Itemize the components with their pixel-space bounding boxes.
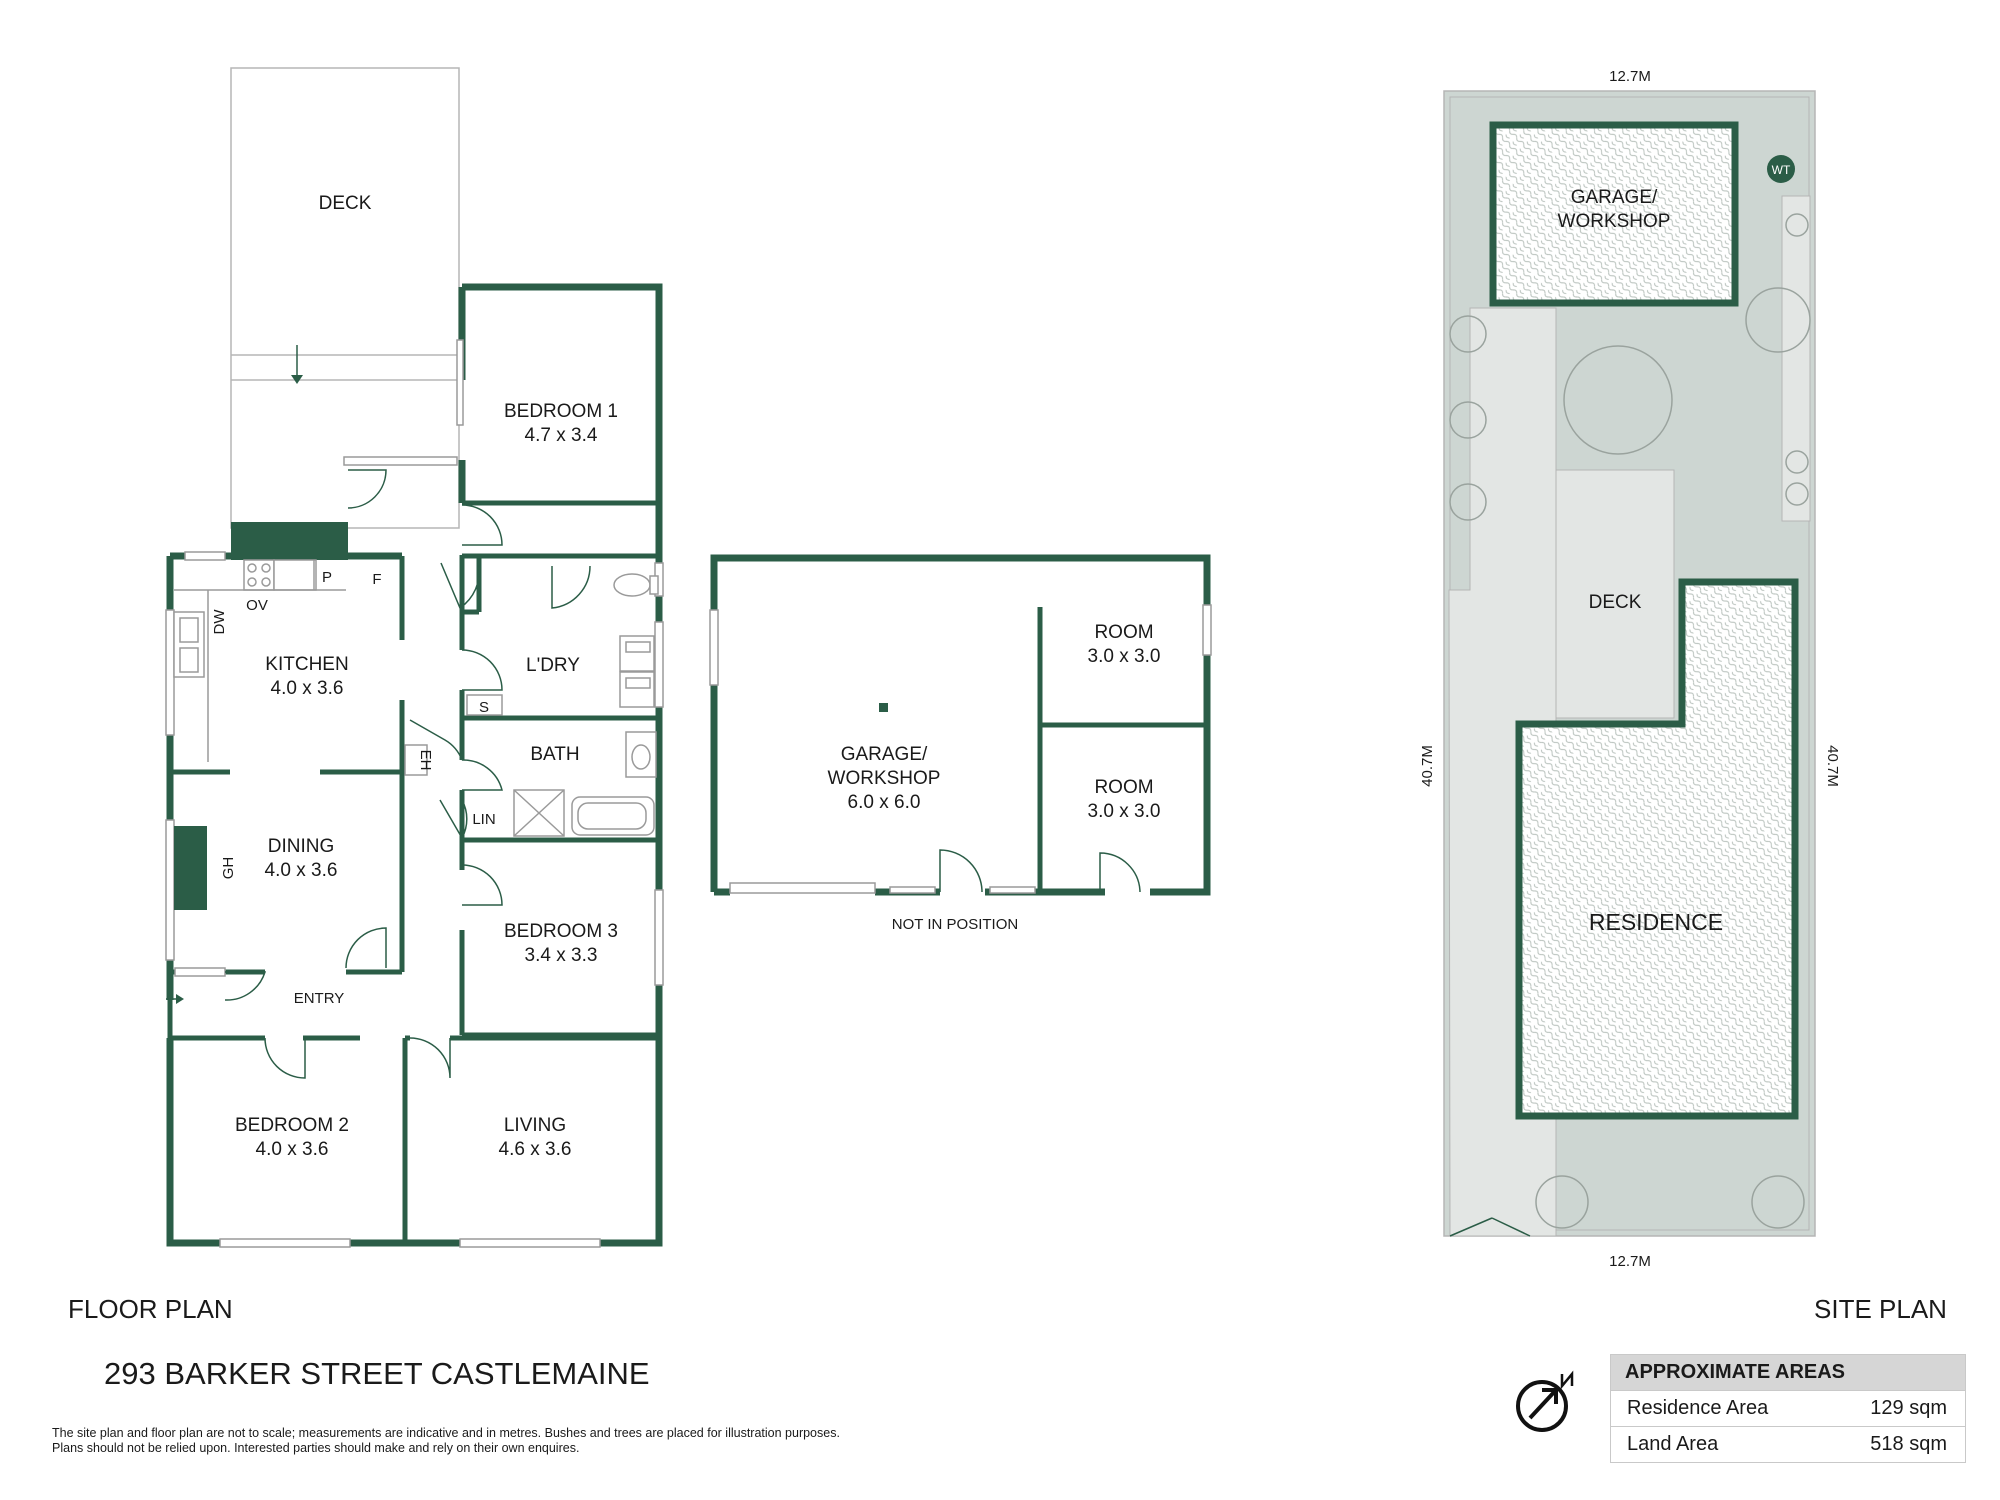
bedroom1-size: 4.7 x 3.4	[525, 425, 598, 446]
bedroom3-size: 3.4 x 3.3	[525, 945, 598, 966]
areas-row-label: Residence Area	[1627, 1397, 1769, 1419]
entry-label: ENTRY	[294, 990, 345, 1007]
site-plan: GARAGE/ WORKSHOP WT DECK RESIDENCE 12.7M…	[1419, 68, 1841, 1270]
not-in-position-note: NOT IN POSITION	[892, 916, 1018, 933]
areas-row-label: Land Area	[1627, 1433, 1719, 1455]
dim-right: 40.7M	[1824, 745, 1841, 787]
approximate-areas-table: APPROXIMATE AREAS Residence Area 129 sqm…	[1610, 1354, 1966, 1463]
laundry-label: L'DRY	[526, 655, 580, 676]
room-a-name: ROOM	[1094, 622, 1153, 643]
disclaimer: The site plan and floor plan are not to …	[52, 1426, 1012, 1456]
floor-plan-heading: FLOOR PLAN	[68, 1294, 233, 1324]
bedroom1-name: BEDROOM 1	[504, 401, 618, 422]
fixture-dw: DW	[211, 609, 228, 635]
dim-left: 40.7M	[1419, 745, 1436, 787]
areas-row: Land Area 518 sqm	[1611, 1426, 1965, 1462]
deck-label: DECK	[319, 193, 372, 214]
site-garage-label-2: WORKSHOP	[1558, 211, 1671, 232]
garage-plan: GARAGE/ WORKSHOP 6.0 x 6.0 ROOM 3.0 x 3.…	[709, 554, 1212, 933]
stair-arrow-icon	[291, 375, 303, 384]
kitchen-size: 4.0 x 3.6	[271, 678, 344, 699]
room-b-name: ROOM	[1094, 777, 1153, 798]
water-tank-icon	[1767, 155, 1795, 183]
garage-name-1: GARAGE/	[841, 744, 928, 765]
kitchen-name: KITCHEN	[265, 654, 348, 675]
disclaimer-line-1: The site plan and floor plan are not to …	[52, 1426, 840, 1440]
bedroom2-size: 4.0 x 3.6	[256, 1139, 329, 1160]
entry-arrow-icon	[176, 994, 184, 1004]
dining-name: DINING	[268, 836, 335, 857]
site-plan-heading: SITE PLAN	[1814, 1294, 1947, 1324]
bedroom3-name: BEDROOM 3	[504, 921, 618, 942]
living-size: 4.6 x 3.6	[499, 1139, 572, 1160]
fixture-eh: EH	[417, 750, 434, 771]
garage-name-2: WORKSHOP	[828, 768, 941, 789]
living-name: LIVING	[504, 1115, 566, 1136]
areas-row: Residence Area 129 sqm	[1611, 1390, 1965, 1426]
fixture-p: P	[322, 569, 332, 586]
tree-icon	[1449, 213, 1811, 1229]
lin-label: LIN	[472, 811, 495, 828]
room-b-size: 3.0 x 3.0	[1088, 801, 1161, 822]
areas-row-value: 129 sqm	[1870, 1397, 1947, 1419]
bedroom2-name: BEDROOM 2	[235, 1115, 349, 1136]
bath-label: BATH	[530, 744, 579, 765]
north-arrow-icon	[1516, 1370, 1574, 1432]
dim-bottom: 12.7M	[1609, 1253, 1651, 1270]
disclaimer-line-2: Plans should not be relied upon. Interes…	[52, 1441, 580, 1455]
site-garage	[1489, 121, 1739, 307]
site-garage-label-1: GARAGE/	[1571, 187, 1658, 208]
wt-label: WT	[1772, 163, 1791, 177]
floor-plan: DECK	[165, 67, 664, 1248]
site-deck-label: DECK	[1589, 592, 1642, 613]
dining-size: 4.0 x 3.6	[265, 860, 338, 881]
residence-label: RESIDENCE	[1589, 909, 1723, 935]
fixture-s: S	[479, 699, 489, 716]
room-a-size: 3.0 x 3.0	[1088, 646, 1161, 667]
property-address: 293 BARKER STREET CASTLEMAINE	[104, 1356, 650, 1391]
areas-title: APPROXIMATE AREAS	[1611, 1355, 1965, 1390]
fixture-gh: GH	[220, 857, 237, 880]
dim-top: 12.7M	[1609, 68, 1651, 85]
fixture-ov: OV	[246, 597, 268, 614]
fixture-f: F	[372, 571, 381, 588]
areas-row-value: 518 sqm	[1870, 1433, 1947, 1455]
garage-size: 6.0 x 6.0	[848, 792, 921, 813]
deck-outline	[230, 67, 460, 529]
